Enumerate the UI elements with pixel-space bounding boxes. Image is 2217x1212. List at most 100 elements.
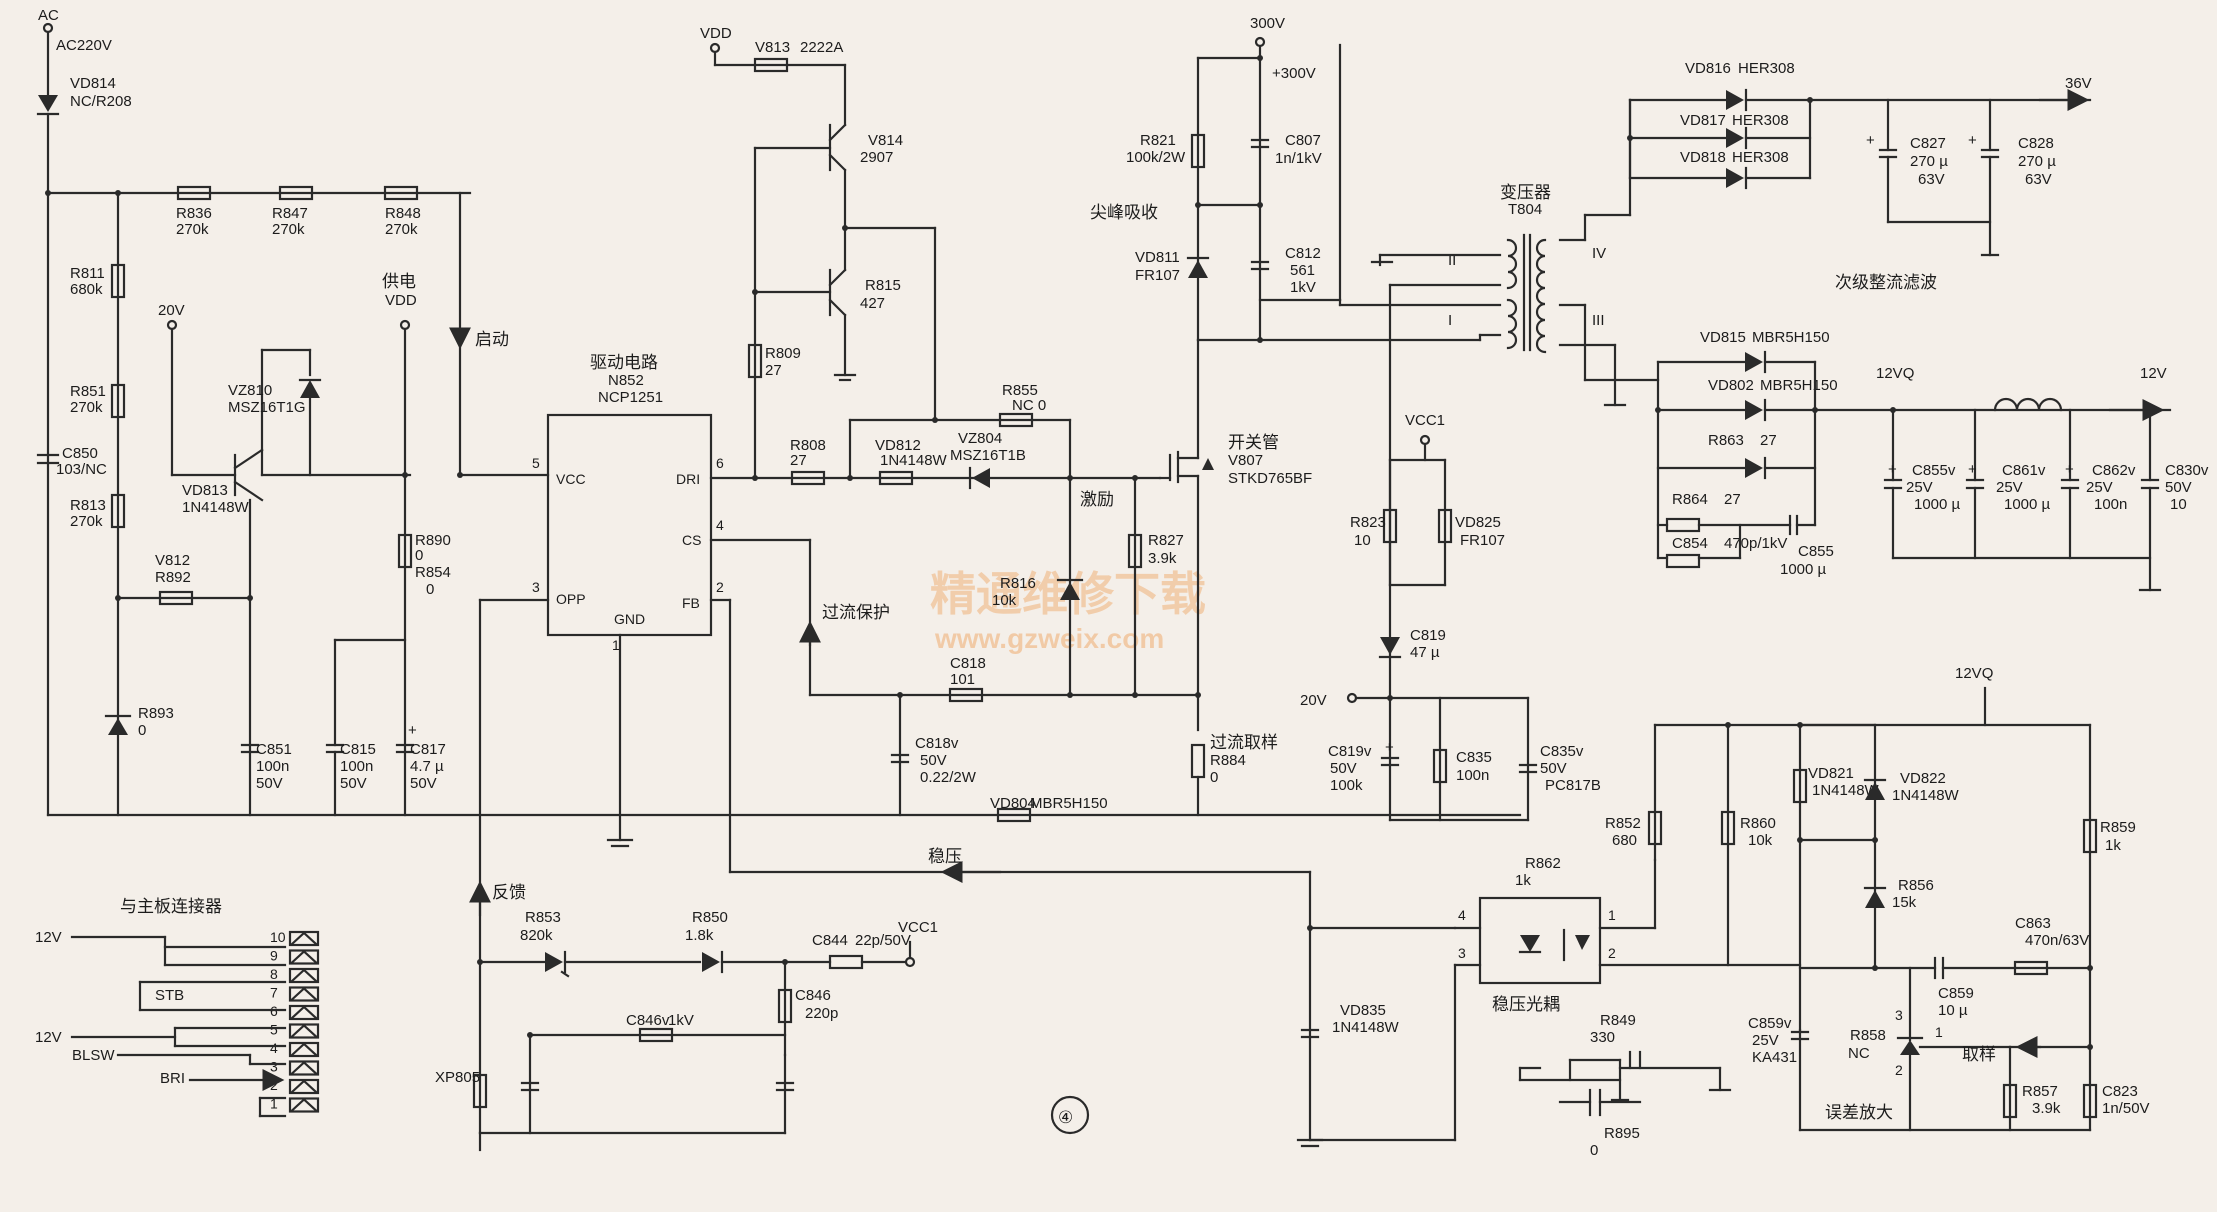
svg-text:47 µ: 47 µ xyxy=(1410,644,1440,661)
vdd-supply: 供电 VDD R890 0 R854 0 C815 100n 50V + C81… xyxy=(325,272,550,817)
vcc1-label-bottom: VCC1 xyxy=(898,919,938,936)
secondary-12v: VD815 MBR5H150 VD802 MBR5H150 R863 27 12… xyxy=(1583,329,2209,592)
connector-pin-mark xyxy=(290,1042,318,1057)
svg-text:R860: R860 xyxy=(1740,815,1776,832)
connector-pin-number: 5 xyxy=(270,1022,278,1038)
connector-pin-number: 10 xyxy=(270,929,286,945)
connector-pin-mark xyxy=(290,968,318,983)
svg-text:1000 µ: 1000 µ xyxy=(2004,496,2051,513)
svg-text:R836: R836 xyxy=(176,205,212,222)
svg-text:1.8k: 1.8k xyxy=(685,927,714,944)
svg-text:VD813: VD813 xyxy=(182,482,228,499)
svg-text:270 µ: 270 µ xyxy=(2018,153,2056,170)
svg-text:稳压光耦: 稳压光耦 xyxy=(1492,995,1560,1015)
svg-text:R895: R895 xyxy=(1604,1125,1640,1142)
svg-text:R855: R855 xyxy=(1002,382,1038,399)
svg-text:VD817: VD817 xyxy=(1680,112,1726,129)
svg-text:R849: R849 xyxy=(1600,1012,1636,1029)
svg-text:2222A: 2222A xyxy=(800,39,843,56)
svg-text:10: 10 xyxy=(1354,532,1371,549)
svg-text:BRI: BRI xyxy=(160,1070,185,1087)
svg-text:50V: 50V xyxy=(1330,760,1357,777)
svg-text:R811: R811 xyxy=(70,265,105,282)
svg-text:5: 5 xyxy=(532,455,540,471)
svg-text:270k: 270k xyxy=(70,399,103,416)
y-capacitors: R849 330 R895 0 xyxy=(1518,1012,1732,1159)
svg-text:激励: 激励 xyxy=(1080,490,1114,510)
feedback-loop: 稳压 VD835 1N4148W xyxy=(709,598,1457,1148)
svg-text:C851: C851 xyxy=(256,741,292,758)
svg-text:R809: R809 xyxy=(765,345,801,362)
svg-text:STKD765BF: STKD765BF xyxy=(1228,470,1312,487)
svg-text:R827: R827 xyxy=(1148,532,1184,549)
svg-text:3.9k: 3.9k xyxy=(1148,550,1177,567)
svg-text:63V: 63V xyxy=(1918,171,1945,188)
svg-text:反馈: 反馈 xyxy=(492,883,526,903)
svg-text:C846v: C846v xyxy=(626,1012,670,1029)
svg-text:1kV: 1kV xyxy=(1290,279,1316,296)
svg-text:C859v: C859v xyxy=(1748,1015,1792,1032)
svg-text:C818v: C818v xyxy=(915,735,959,752)
svg-text:C812: C812 xyxy=(1285,245,1321,262)
svg-text:50V: 50V xyxy=(340,775,367,792)
svg-text:1N4148W: 1N4148W xyxy=(1332,1019,1400,1036)
connector-pin-number: 8 xyxy=(270,966,278,982)
svg-text:12V: 12V xyxy=(2140,365,2167,382)
svg-text:R851: R851 xyxy=(70,383,106,400)
ac-label: AC xyxy=(38,7,59,24)
connector-pin-mark xyxy=(290,1079,318,1094)
secondary-36v: VD816 HER308 VD817 HER308 VD818 HER308 3… xyxy=(1627,60,2092,293)
svg-text:驱动电路: 驱动电路 xyxy=(590,353,658,373)
svg-text:R847: R847 xyxy=(272,205,308,222)
svg-text:100k/2W: 100k/2W xyxy=(1126,149,1186,166)
opp-network: 反馈 R853 820k R850 1.8k C850 C844 22p/50V… xyxy=(435,598,1090,1152)
svg-text:1N4148W: 1N4148W xyxy=(880,452,948,469)
svg-text:1N4148W: 1N4148W xyxy=(1812,782,1880,799)
svg-text:1000 µ: 1000 µ xyxy=(1780,561,1827,578)
startup-resistors: R836 270k R847 270k R848 270k 启动 xyxy=(176,185,509,477)
transformer-t804: 变压器 T804 II I IV III xyxy=(1338,43,1632,700)
svg-text:100n: 100n xyxy=(1456,767,1489,784)
svg-text:330: 330 xyxy=(1590,1029,1615,1046)
svg-text:50V: 50V xyxy=(920,752,947,769)
svg-text:变压器: 变压器 xyxy=(1500,183,1551,203)
svg-text:FR107: FR107 xyxy=(1135,267,1180,284)
svg-text:101: 101 xyxy=(950,671,975,688)
svg-text:FB: FB xyxy=(682,595,700,611)
svg-text:R892: R892 xyxy=(155,569,191,586)
svg-text:27: 27 xyxy=(765,362,782,379)
svg-text:R853: R853 xyxy=(525,909,561,926)
optocoupler-n891: R862 1k 4 3 1 2 稳压光耦 xyxy=(1308,855,1802,1142)
svg-text:R850: R850 xyxy=(692,909,728,926)
left-divider-chain: R811 680k R851 270k C850 103/NC R813 270… xyxy=(36,190,252,817)
svg-text:R852: R852 xyxy=(1605,815,1641,832)
svg-text:R856: R856 xyxy=(1898,877,1934,894)
svg-text:MBR5H150: MBR5H150 xyxy=(1752,329,1830,346)
svg-text:R815: R815 xyxy=(865,277,901,294)
svg-text:VD835: VD835 xyxy=(1340,1002,1386,1019)
svg-text:C835v: C835v xyxy=(1540,743,1584,760)
svg-text:C815: C815 xyxy=(340,741,376,758)
svg-text:R890: R890 xyxy=(415,532,451,549)
svg-text:V807: V807 xyxy=(1228,452,1263,469)
connector-pin-number: 7 xyxy=(270,985,278,1001)
svg-text:VDD: VDD xyxy=(700,25,732,42)
svg-text:VZ810: VZ810 xyxy=(228,382,272,399)
svg-text:C819: C819 xyxy=(1410,627,1446,644)
svg-text:FR107: FR107 xyxy=(1460,532,1505,549)
svg-text:0: 0 xyxy=(1590,1142,1598,1159)
svg-text:HER308: HER308 xyxy=(1732,149,1789,166)
totem-pole-driver: VDD V813 2222A V814 2907 R815 427 R809 2… xyxy=(700,25,937,480)
svg-text:27: 27 xyxy=(790,452,807,469)
svg-text:VCC: VCC xyxy=(556,471,586,487)
svg-text:C817: C817 xyxy=(410,741,446,758)
svg-text:1n/50V: 1n/50V xyxy=(2102,1100,2150,1117)
svg-text:VDD: VDD xyxy=(385,292,417,309)
svg-text:100n: 100n xyxy=(340,758,373,775)
switch-mosfet-v807: 开关管 V807 STKD765BF xyxy=(1158,338,1312,732)
svg-text:HER308: HER308 xyxy=(1738,60,1795,77)
svg-text:10k: 10k xyxy=(1748,832,1773,849)
svg-text:C828: C828 xyxy=(2018,135,2054,152)
svg-text:HER308: HER308 xyxy=(1732,112,1789,129)
driver-ic-n852: 驱动电路 N852 NCP1251 VCC DRI CS FB OPP GND … xyxy=(532,353,724,848)
